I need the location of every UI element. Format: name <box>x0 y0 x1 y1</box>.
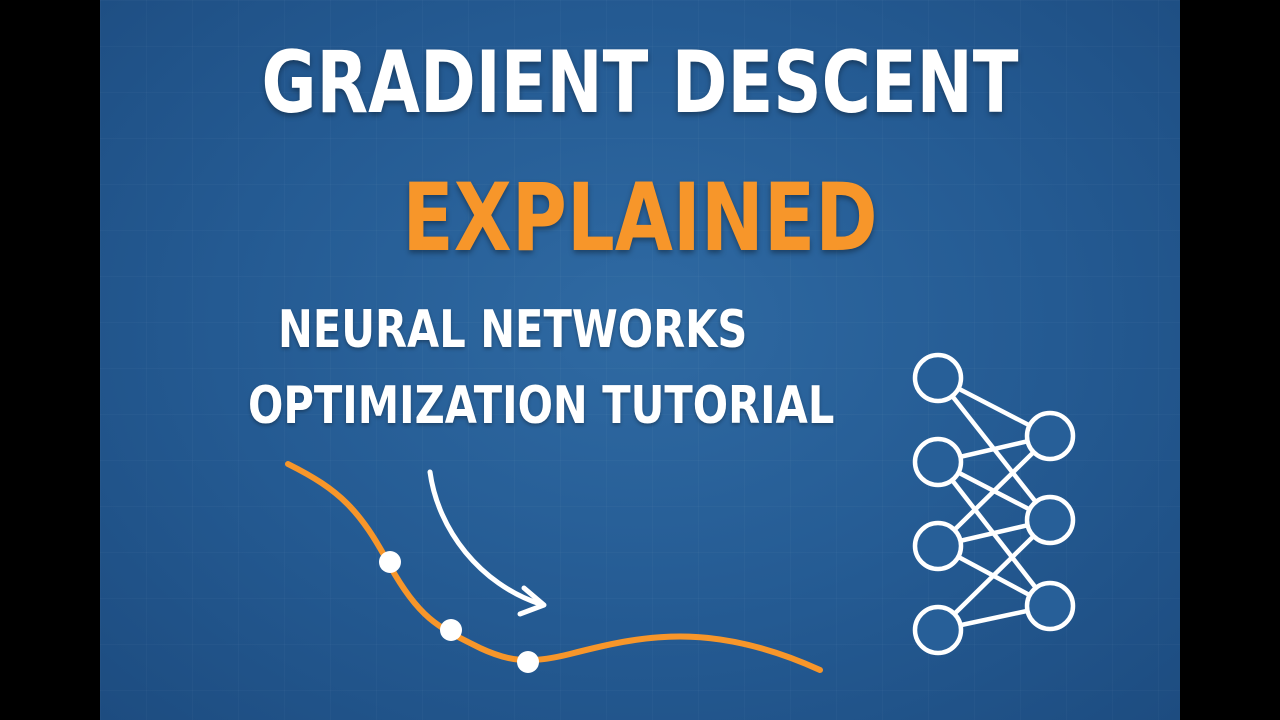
subtitle-line-1: NEURAL NETWORKS <box>278 300 748 360</box>
title-line-2: EXPLAINED <box>402 164 878 273</box>
curve-point <box>440 619 462 641</box>
loss-curve-icon <box>285 461 823 673</box>
title-line-1: GRADIENT DESCENT <box>261 33 1019 133</box>
illustration <box>285 352 1076 673</box>
network-node <box>1024 494 1076 546</box>
background-texture <box>100 0 1180 720</box>
subtitle-line-2: OPTIMIZATION TUTORIAL <box>248 376 835 436</box>
network-node <box>912 436 964 488</box>
network-node <box>912 352 964 404</box>
curve-point <box>379 551 401 573</box>
network-node <box>1024 410 1076 462</box>
neural-network-icon <box>912 352 1076 656</box>
thumbnail: GRADIENT DESCENT EXPLAINED NEURAL NETWOR… <box>100 0 1180 720</box>
network-node <box>912 520 964 572</box>
network-node <box>1024 580 1076 632</box>
curve-point <box>517 651 539 673</box>
network-node <box>912 604 964 656</box>
descent-arrow-icon <box>427 469 547 617</box>
